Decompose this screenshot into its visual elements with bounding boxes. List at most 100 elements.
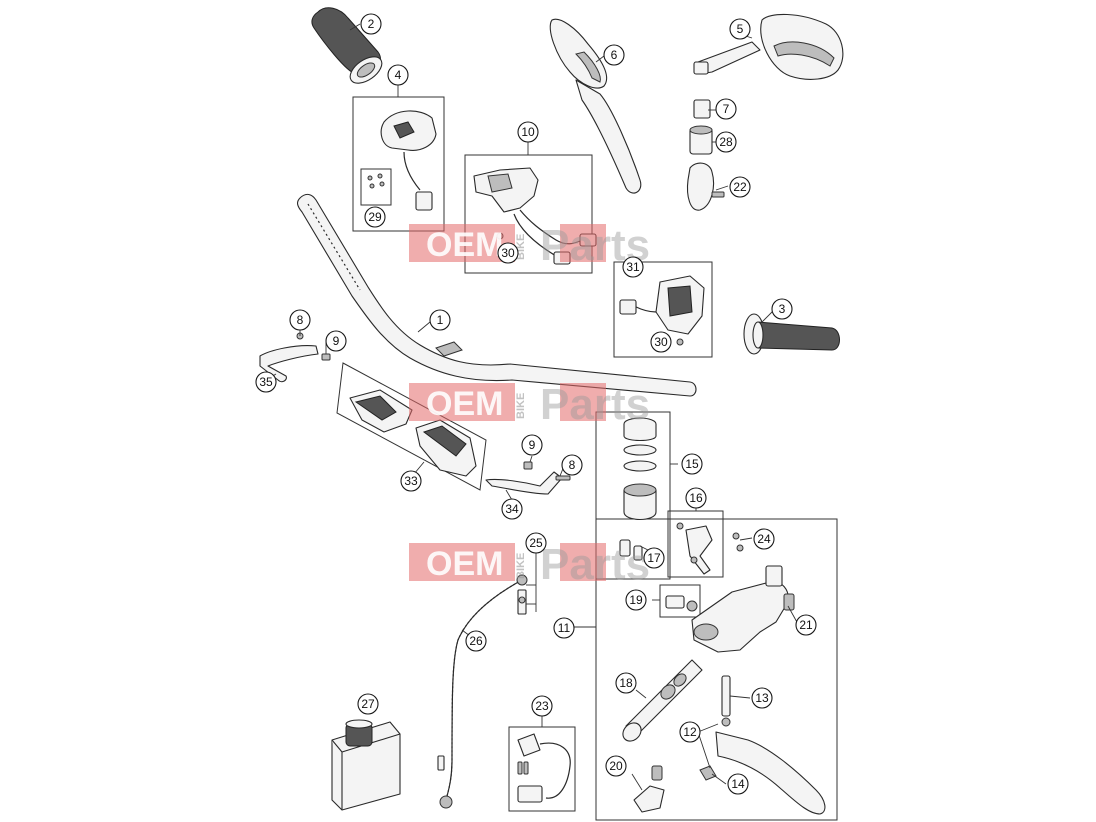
watermark-brand-left: OEM bbox=[426, 545, 503, 583]
right-mirror bbox=[693, 13, 844, 80]
callout-31: 31 bbox=[622, 256, 644, 278]
callout-30-right: 30 bbox=[650, 331, 672, 353]
svg-text:9: 9 bbox=[333, 334, 340, 348]
callout-13: 13 bbox=[751, 687, 773, 709]
svg-text:17: 17 bbox=[647, 551, 661, 565]
callout-9-left: 9 bbox=[325, 330, 347, 352]
callout-1: 1 bbox=[429, 309, 451, 331]
callout-35: 35 bbox=[255, 371, 277, 393]
svg-text:26: 26 bbox=[469, 634, 483, 648]
callout-10: 10 bbox=[517, 121, 539, 143]
part-20 bbox=[633, 765, 665, 813]
callout-15: 15 bbox=[681, 453, 703, 475]
handguards bbox=[349, 389, 477, 477]
callout-20: 20 bbox=[605, 755, 627, 777]
mirror-mount bbox=[686, 99, 725, 211]
callout-2: 2 bbox=[360, 13, 382, 35]
svg-text:5: 5 bbox=[737, 22, 744, 36]
watermark-brand-right: Parts bbox=[540, 540, 650, 589]
callout-34: 34 bbox=[501, 498, 523, 520]
svg-text:8: 8 bbox=[297, 313, 304, 327]
watermark-bottom: OEM BIKE Parts bbox=[409, 540, 650, 589]
callout-25: 25 bbox=[525, 532, 547, 554]
svg-text:16: 16 bbox=[689, 491, 703, 505]
callout-5: 5 bbox=[729, 18, 751, 40]
svg-text:22: 22 bbox=[733, 180, 747, 194]
callout-28: 28 bbox=[715, 131, 737, 153]
callout-24: 24 bbox=[753, 528, 775, 550]
svg-text:24: 24 bbox=[757, 532, 771, 546]
svg-text:35: 35 bbox=[259, 375, 273, 389]
callout-23: 23 bbox=[531, 695, 553, 717]
callout-26: 26 bbox=[465, 630, 487, 652]
svg-text:23: 23 bbox=[535, 699, 549, 713]
brake-line bbox=[437, 574, 528, 809]
svg-text:12: 12 bbox=[683, 725, 697, 739]
brake-lever bbox=[699, 675, 826, 815]
svg-text:30: 30 bbox=[501, 246, 515, 260]
svg-text:34: 34 bbox=[505, 502, 519, 516]
left-mirror bbox=[549, 18, 642, 194]
master-cylinder bbox=[665, 532, 795, 653]
callout-4: 4 bbox=[387, 64, 409, 86]
watermark-brand-left: OEM bbox=[426, 385, 503, 423]
fluid-bottle bbox=[331, 719, 401, 811]
callout-8-left: 8 bbox=[289, 309, 311, 331]
svg-text:33: 33 bbox=[404, 474, 418, 488]
switch-assembly-31 bbox=[619, 275, 705, 346]
frame-switch-10 bbox=[464, 154, 593, 274]
switch-23 bbox=[517, 733, 571, 803]
callout-9-right: 9 bbox=[521, 434, 543, 456]
callout-labels: 1 2 3 4 5 6 7 8 8 9 9 10 11 12 13 14 15 … bbox=[255, 13, 817, 795]
svg-text:28: 28 bbox=[719, 135, 733, 149]
left-switch bbox=[367, 110, 437, 211]
left-lever bbox=[259, 332, 331, 383]
svg-text:7: 7 bbox=[723, 102, 730, 116]
right-lever bbox=[485, 461, 571, 495]
svg-text:11: 11 bbox=[558, 621, 571, 635]
screw-set-29 bbox=[367, 173, 385, 189]
left-grip bbox=[311, 7, 383, 84]
callout-6: 6 bbox=[603, 44, 625, 66]
frame-bracket-16 bbox=[667, 510, 724, 578]
callout-7: 7 bbox=[715, 98, 737, 120]
reservoir bbox=[619, 417, 657, 561]
callout-27: 27 bbox=[357, 693, 379, 715]
callout-29: 29 bbox=[364, 206, 386, 228]
svg-text:15: 15 bbox=[685, 457, 699, 471]
svg-text:29: 29 bbox=[368, 210, 382, 224]
watermark-top: OEM BIKE Parts bbox=[409, 221, 650, 270]
svg-text:8: 8 bbox=[569, 458, 576, 472]
callout-22: 22 bbox=[729, 176, 751, 198]
svg-text:9: 9 bbox=[529, 438, 536, 452]
bracket-16 bbox=[676, 522, 713, 575]
svg-text:6: 6 bbox=[611, 48, 618, 62]
frame-switch-left bbox=[352, 96, 445, 232]
callout-12: 12 bbox=[679, 721, 701, 743]
callout-17: 17 bbox=[643, 547, 665, 569]
svg-text:30: 30 bbox=[654, 335, 668, 349]
callout-33: 33 bbox=[400, 470, 422, 492]
svg-text:31: 31 bbox=[626, 260, 640, 274]
callout-14: 14 bbox=[727, 773, 749, 795]
callout-21: 21 bbox=[795, 614, 817, 636]
frame-switch-31 bbox=[613, 261, 713, 358]
svg-text:13: 13 bbox=[755, 691, 769, 705]
handlebar bbox=[297, 193, 697, 397]
watermark-brand-small: BIKE bbox=[515, 393, 527, 419]
svg-text:25: 25 bbox=[529, 536, 543, 550]
callout-3: 3 bbox=[771, 298, 793, 320]
svg-text:27: 27 bbox=[361, 697, 375, 711]
svg-text:14: 14 bbox=[731, 777, 745, 791]
frame-master-cylinder-11 bbox=[595, 518, 838, 821]
callout-16: 16 bbox=[685, 487, 707, 509]
callout-19: 19 bbox=[625, 589, 647, 611]
watermark-brand-small: BIKE bbox=[515, 553, 527, 579]
frame-reservoir-15 bbox=[595, 411, 671, 580]
callout-8-right: 8 bbox=[561, 454, 583, 476]
svg-text:2: 2 bbox=[368, 17, 375, 31]
watermark-brand-right: Parts bbox=[540, 380, 650, 429]
svg-text:20: 20 bbox=[609, 759, 623, 773]
watermark-middle: OEM BIKE Parts bbox=[409, 380, 650, 429]
